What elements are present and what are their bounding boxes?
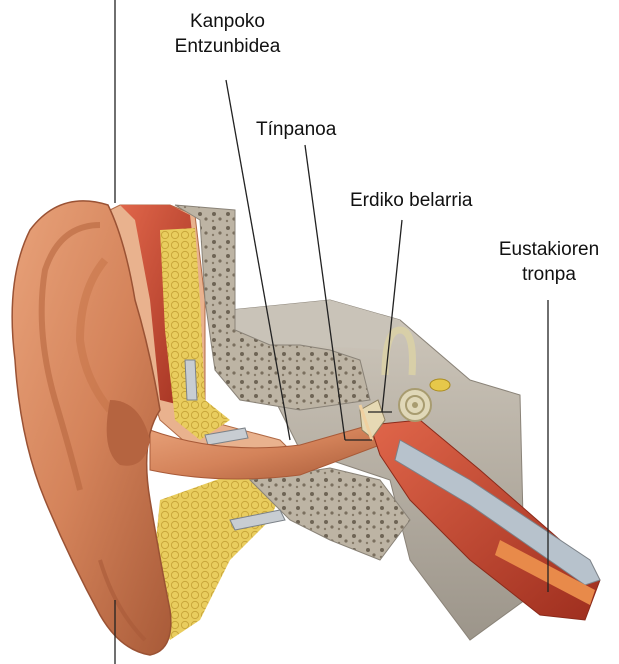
upper-wall-gray-vessel bbox=[185, 360, 197, 400]
auditory-nerve bbox=[430, 379, 450, 391]
label-outer-canal-line2: Entzunbidea bbox=[160, 34, 295, 59]
label-eustachian: Eustakioren tronpa bbox=[488, 237, 610, 287]
label-outer-canal-line1: Kanpoko bbox=[160, 9, 295, 34]
label-eustachian-line2: tronpa bbox=[488, 262, 610, 287]
label-middle-ear: Erdiko belarria bbox=[350, 188, 473, 213]
label-eustachian-line1: Eustakioren bbox=[488, 237, 610, 262]
label-eardrum: Tínpanoa bbox=[256, 117, 336, 142]
label-outer-canal: Kanpoko Entzunbidea bbox=[160, 9, 295, 59]
